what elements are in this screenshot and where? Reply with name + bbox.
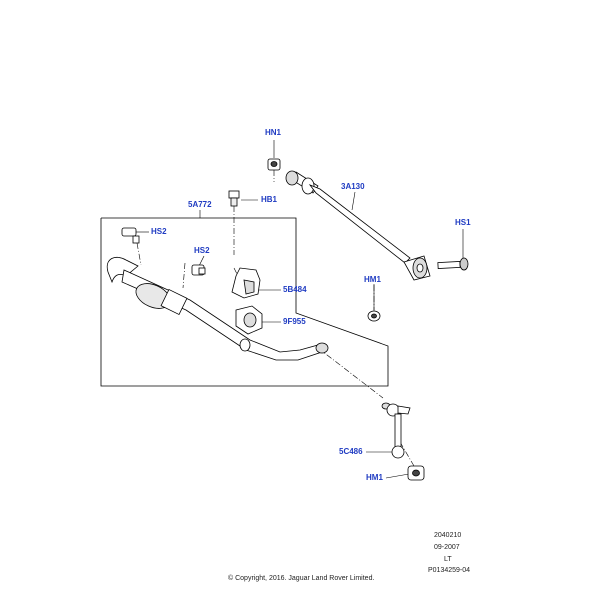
leader-lines	[136, 140, 464, 479]
callout-hn1-top: HN1	[265, 128, 282, 137]
diagram-part-ref: P0134259-04	[428, 567, 471, 574]
callout-5b484: 5B484	[283, 285, 307, 294]
link-5c486	[381, 402, 411, 459]
clip-hs2-top	[121, 227, 140, 244]
callout-hm1-top: HM1	[364, 275, 381, 284]
bolt-hb1	[228, 190, 240, 207]
link-rod-3a130	[285, 170, 469, 281]
bracket-5b484	[231, 267, 261, 299]
callout-5c486: 5C486	[339, 447, 363, 456]
callout-hb1: HB1	[261, 195, 278, 204]
clip-hs2-mid	[191, 264, 206, 276]
nut-hn1-top	[267, 158, 281, 171]
diagram-code: 2040210	[434, 532, 462, 539]
bush-9f955	[235, 305, 263, 335]
callout-hs1: HS1	[455, 218, 471, 227]
callout-hm1-bottom: HM1	[366, 473, 383, 482]
diagram-region: LT	[444, 556, 452, 563]
diagram-date: 09-2007	[434, 544, 460, 551]
assembly-boundary	[100, 217, 389, 387]
callout-3a130: 3A130	[341, 182, 365, 191]
callout-hs2-top: HS2	[151, 227, 167, 236]
stabilizer-bar-5a772	[106, 256, 329, 361]
callout-9f955: 9F955	[283, 317, 306, 326]
nut-hm1-middle	[367, 310, 381, 322]
copyright-notice: © Copyright, 2016. Jaguar Land Rover Lim…	[228, 575, 375, 582]
nut-hm1-bottom	[407, 465, 425, 481]
callout-hs2-mid: HS2	[194, 246, 210, 255]
callout-5a772: 5A772	[188, 200, 212, 209]
